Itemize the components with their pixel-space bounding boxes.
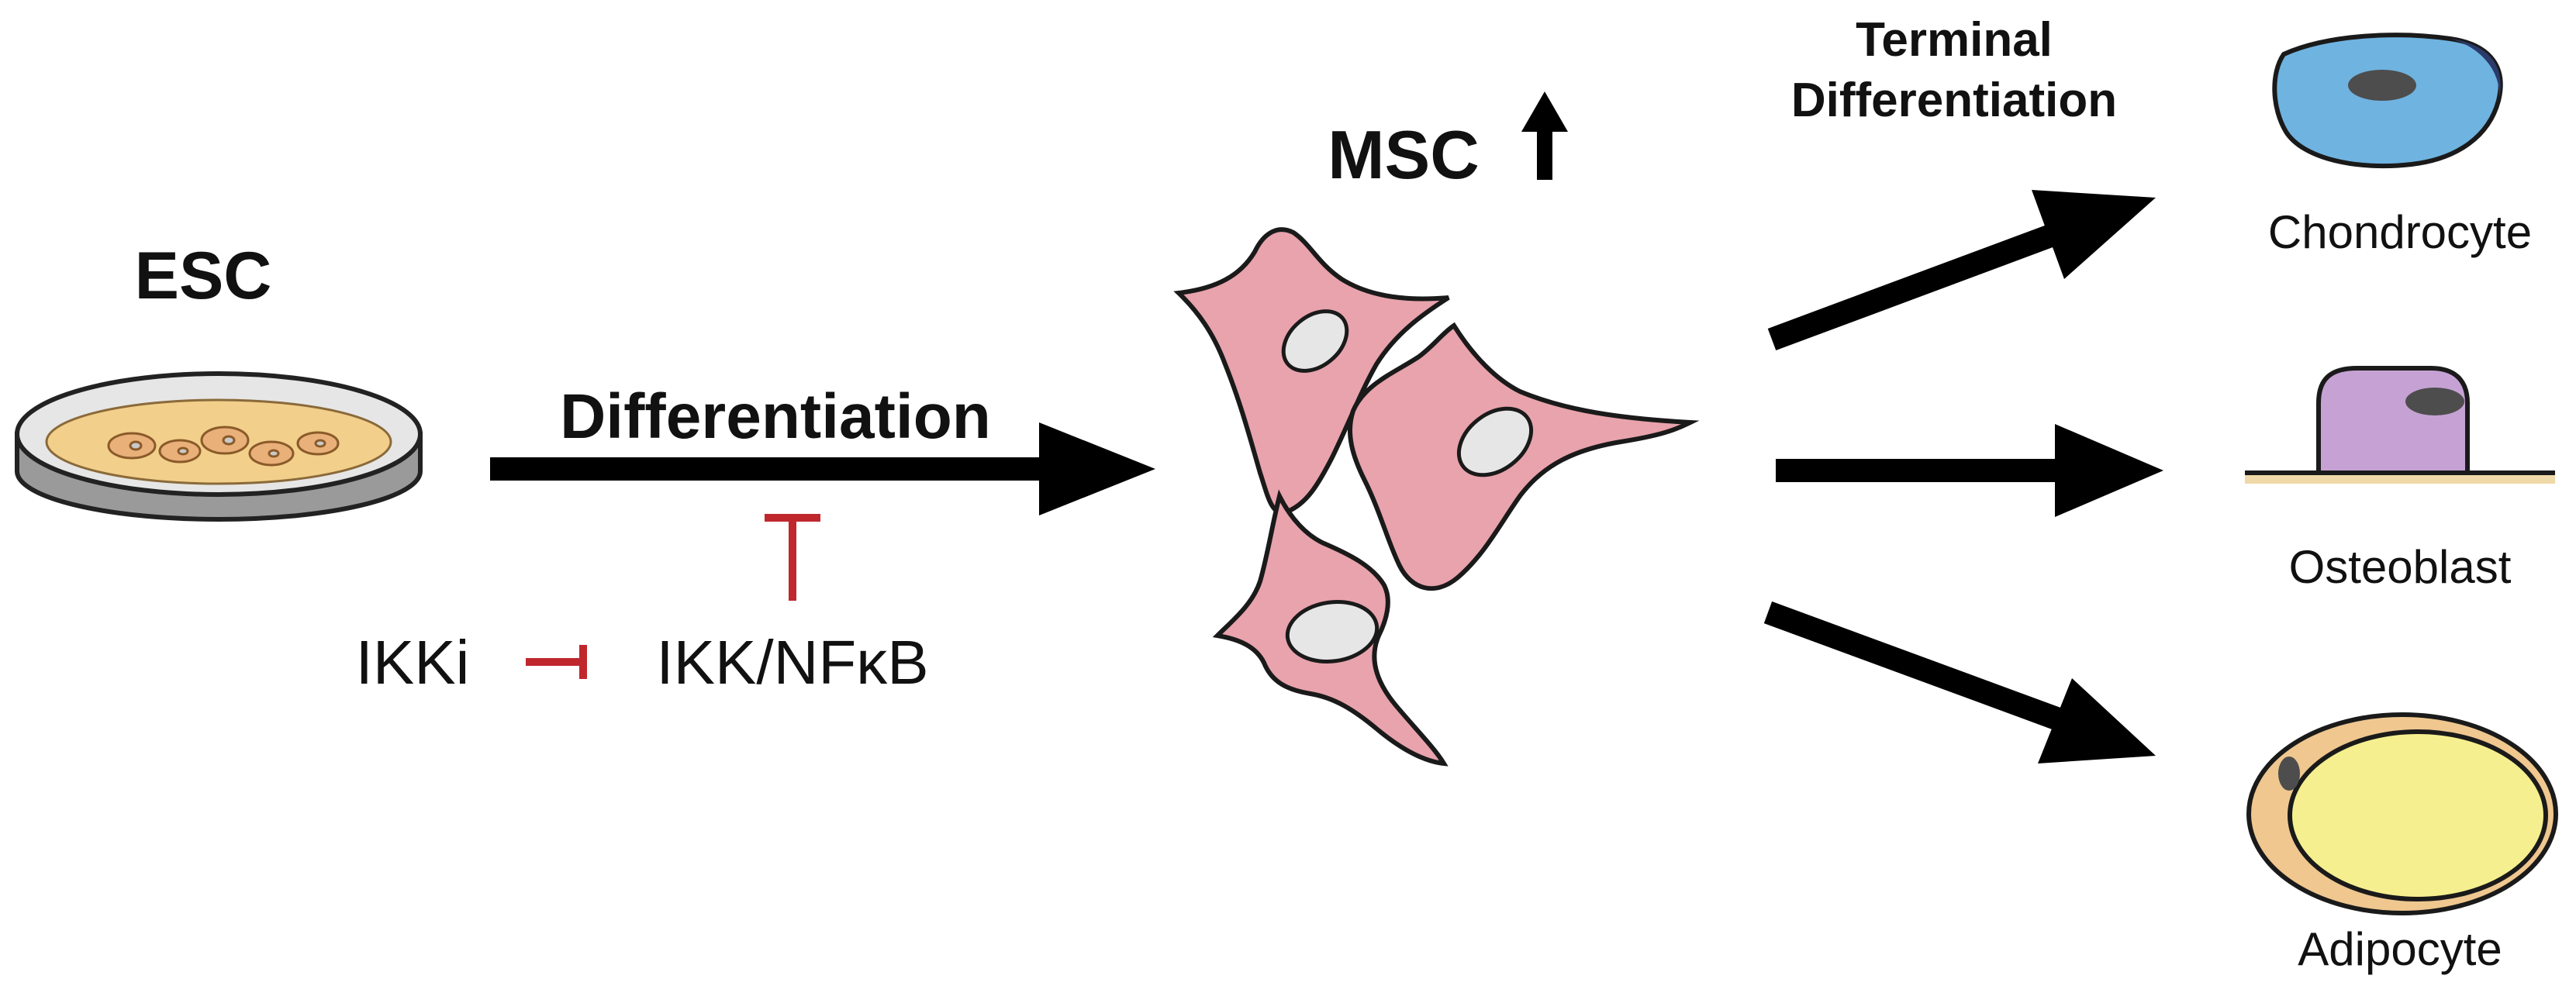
msc-cell <box>1347 322 1700 591</box>
dish-cells <box>107 426 340 467</box>
msc-cell <box>1173 227 1450 515</box>
chondrocyte-cell <box>2272 33 2503 169</box>
osteoblast-label: Osteoblast <box>2289 541 2512 593</box>
arrow-to-osteoblast <box>1776 424 2163 517</box>
terminal-label-line2: Differentiation <box>1791 74 2117 127</box>
differentiation-label: Differentiation <box>560 381 991 452</box>
arrow-to-adipocyte <box>1763 601 2156 763</box>
ikki-label: IKKi <box>356 628 470 697</box>
petri-dish-icon <box>15 371 423 522</box>
arrow-to-chondrocyte <box>1767 190 2156 351</box>
differentiation-arrow <box>490 422 1155 515</box>
osteoblast-cell <box>2245 366 2555 484</box>
msc-cell <box>1212 489 1449 767</box>
ikk-nfkb-label: IKK/NFκB <box>656 628 928 697</box>
adipocyte-cell <box>2246 712 2558 915</box>
inhibition-bar-vertical <box>765 514 820 601</box>
chondrocyte-label: Chondrocyte <box>2268 206 2532 258</box>
terminal-label-line1: Terminal <box>1856 13 2053 67</box>
msc-label: MSC <box>1328 116 1480 193</box>
esc-label: ESC <box>135 239 272 313</box>
adipocyte-label: Adipocyte <box>2298 923 2502 975</box>
inhibition-bar-horizontal <box>526 645 587 679</box>
msc-cell-cluster <box>1173 227 1700 767</box>
up-arrow-icon <box>1521 91 1568 180</box>
